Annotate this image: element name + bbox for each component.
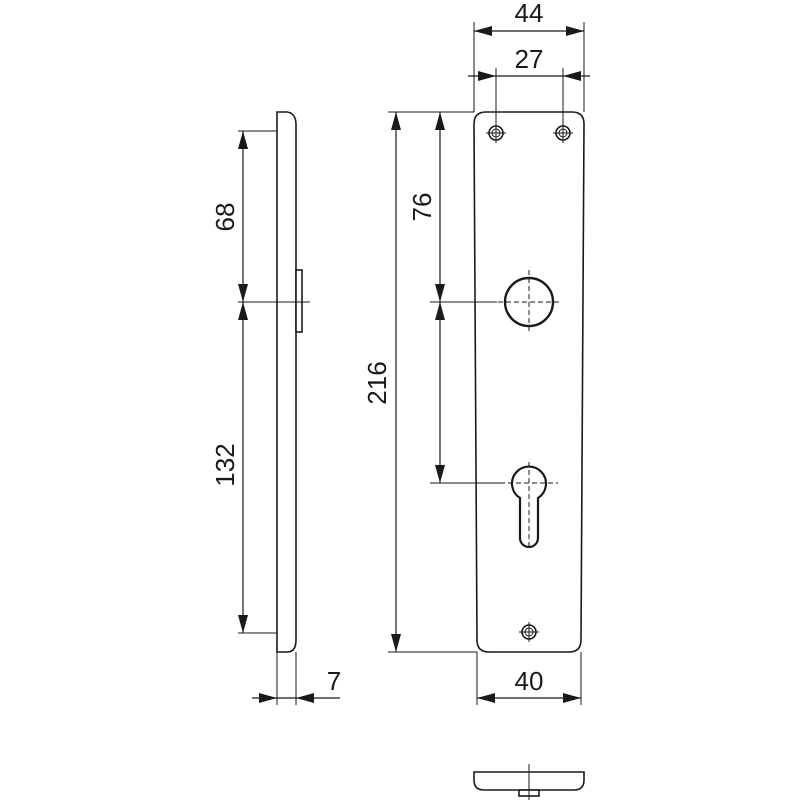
dim-label-total-height: 216 xyxy=(362,361,392,404)
bottom-view xyxy=(473,764,585,800)
dim-label-handle-to-keyhole: 132 xyxy=(210,443,240,486)
front-view xyxy=(388,22,585,705)
screw-hole-top-left xyxy=(486,123,506,143)
dimension-base-width: 40 xyxy=(477,666,581,703)
dim-label-top-to-handle-front: 76 xyxy=(407,193,437,222)
dimension-total-height: 216 xyxy=(362,112,401,652)
side-view xyxy=(238,111,310,705)
keyhole xyxy=(500,462,558,549)
handle-hole xyxy=(498,270,562,334)
dim-label-base-width: 40 xyxy=(515,666,544,696)
dimension-hole-spacing: 27 xyxy=(468,44,590,81)
side-view-handle-boss xyxy=(295,269,303,333)
front-view-plate xyxy=(473,111,585,653)
dimension-top-to-handle: 68 xyxy=(210,131,248,302)
dim-label-hole-spacing: 27 xyxy=(515,44,544,74)
side-view-plate xyxy=(276,111,297,653)
dimension-top-to-handle-front: 76 xyxy=(407,112,445,483)
dimension-handle-to-keyhole: 132 xyxy=(210,302,248,633)
screw-hole-top-right xyxy=(553,123,573,143)
dim-label-top-to-handle: 68 xyxy=(210,203,240,232)
dim-label-thickness: 7 xyxy=(327,666,341,696)
dimension-thickness: 7 xyxy=(252,666,341,703)
dimension-outer-width: 44 xyxy=(474,0,584,36)
screw-hole-bottom xyxy=(519,622,539,642)
dim-label-outer-width: 44 xyxy=(515,0,544,28)
